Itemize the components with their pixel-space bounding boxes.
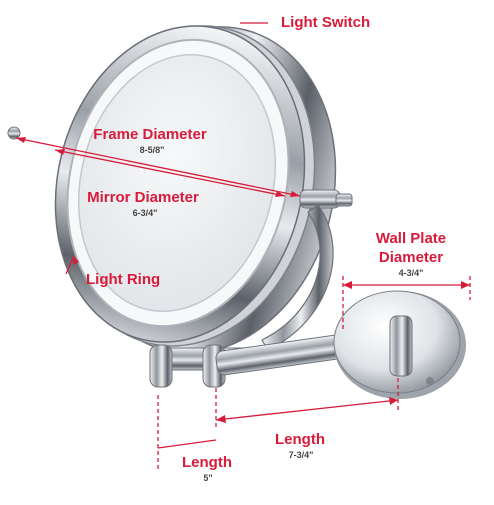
light-ring-label: Light Ring [86, 271, 161, 288]
wall-plate-label-line2: Diameter [378, 249, 444, 266]
pivot-knobs [7, 126, 353, 209]
base-length-line [157, 439, 217, 449]
arm-length-value: 7-3/4" [288, 450, 314, 460]
mirror-glass [77, 53, 277, 313]
mirror-diameter-value: 6-3/4" [132, 208, 158, 218]
base-length-value: 5" [203, 473, 213, 483]
base-length-label: Length [182, 454, 232, 471]
frame-diameter-line [15, 137, 301, 197]
mirror-diameter-line [54, 149, 286, 197]
light-switch-label: Light Switch [281, 14, 371, 31]
wall-plate-value: 4-3/4" [398, 268, 424, 278]
arm-length-label: Length [275, 431, 325, 448]
wall-plate-label-line1: Wall Plate [375, 230, 447, 247]
light-ring-leader [65, 255, 75, 275]
mirror-housing [54, 25, 337, 354]
mirror-diameter-label: Mirror Diameter [87, 189, 199, 206]
annotation-arrowheads [16, 137, 470, 423]
frame-diameter-value: 8-5/8" [139, 145, 165, 155]
wall-plate [333, 290, 466, 399]
arm-length-line [215, 399, 399, 421]
frame-diameter-label: Frame Diameter [93, 126, 207, 143]
annotation-lines [15, 22, 471, 470]
